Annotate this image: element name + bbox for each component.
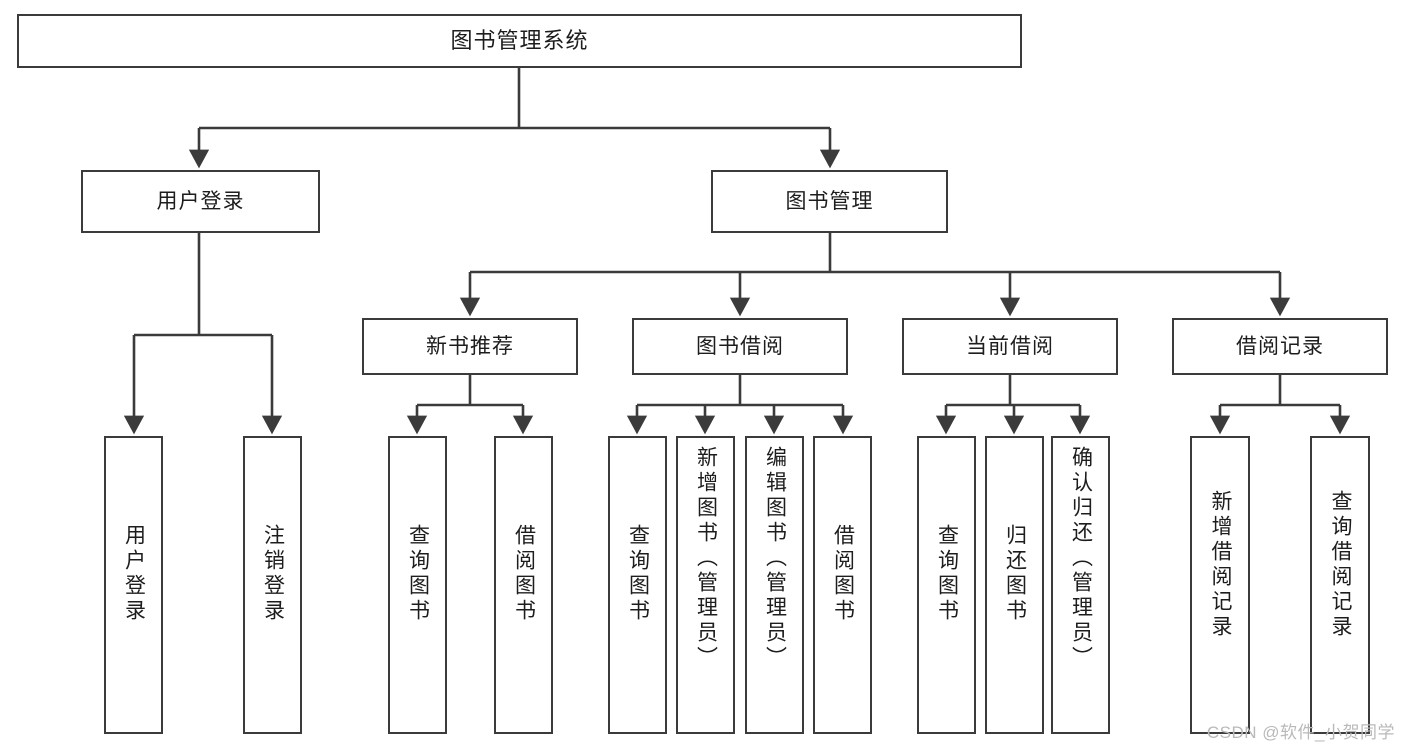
node-label: 借阅图书 [831, 524, 855, 624]
leaf-recommend-borrow-book[interactable]: 借阅图书 [494, 436, 553, 734]
leaf-user-login[interactable]: 用户登录 [104, 436, 163, 734]
node-label: 查询图书 [406, 524, 430, 624]
leaf-current-query-book[interactable]: 查询图书 [917, 436, 976, 734]
leaf-borrow-add-book[interactable]: 新增图书（管理员） [676, 436, 735, 734]
node-label: 归还图书 [1003, 524, 1027, 624]
node-book-borrow[interactable]: 图书借阅 [632, 318, 848, 375]
node-label: 图书管理系统 [450, 27, 589, 53]
node-label: 确认归还（管理员） [1069, 446, 1093, 671]
node-label: 编辑图书（管理员） [763, 446, 787, 671]
node-book-management[interactable]: 图书管理 [711, 170, 948, 233]
leaf-borrow-edit-book[interactable]: 编辑图书（管理员） [745, 436, 804, 734]
node-label: 用户登录 [122, 524, 146, 624]
node-user-login[interactable]: 用户登录 [81, 170, 320, 233]
node-new-book-recommend[interactable]: 新书推荐 [362, 318, 578, 375]
leaf-current-return-book[interactable]: 归还图书 [985, 436, 1044, 734]
node-label: 新增图书（管理员） [694, 446, 718, 671]
leaf-record-query[interactable]: 查询借阅记录 [1310, 436, 1370, 734]
node-label: 当前借阅 [966, 334, 1054, 358]
node-label: 用户登录 [156, 189, 245, 213]
leaf-borrow-borrow-book[interactable]: 借阅图书 [813, 436, 872, 734]
node-label: 新书推荐 [426, 334, 514, 358]
leaf-current-confirm-return[interactable]: 确认归还（管理员） [1051, 436, 1110, 734]
watermark: CSDN @软件_小贺同学 [1206, 723, 1395, 742]
node-label: 查询借阅记录 [1329, 490, 1353, 640]
leaf-record-add[interactable]: 新增借阅记录 [1190, 436, 1250, 734]
leaf-recommend-query-book[interactable]: 查询图书 [388, 436, 447, 734]
node-label: 注销登录 [261, 524, 285, 624]
leaf-borrow-query-book[interactable]: 查询图书 [608, 436, 667, 734]
node-root-system[interactable]: 图书管理系统 [17, 14, 1022, 68]
node-label: 借阅图书 [512, 524, 536, 624]
node-borrow-record[interactable]: 借阅记录 [1172, 318, 1388, 375]
node-label: 查询图书 [935, 524, 959, 624]
node-label: 查询图书 [626, 524, 650, 624]
node-label: 借阅记录 [1236, 334, 1324, 358]
leaf-user-logout[interactable]: 注销登录 [243, 436, 302, 734]
node-label: 图书管理 [785, 189, 874, 213]
node-current-borrow[interactable]: 当前借阅 [902, 318, 1118, 375]
node-label: 图书借阅 [696, 334, 784, 358]
node-label: 新增借阅记录 [1209, 490, 1233, 640]
